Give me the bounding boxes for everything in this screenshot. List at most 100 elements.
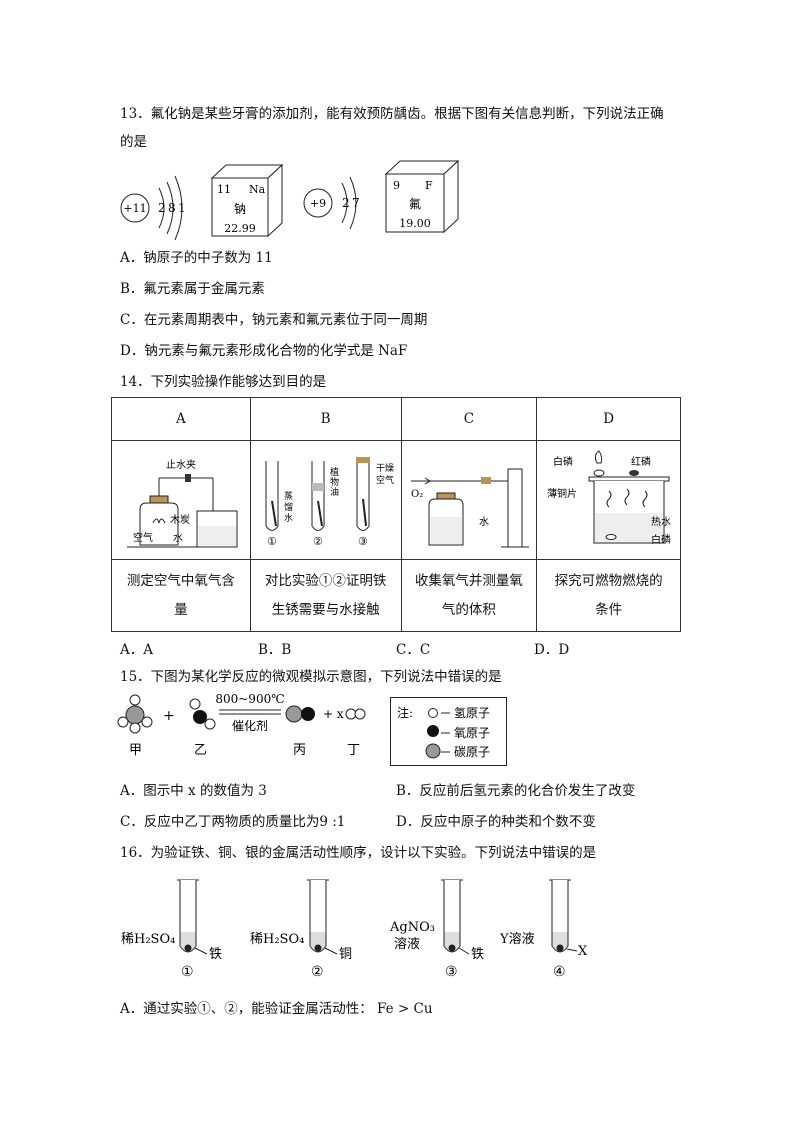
plus-sign: +: [163, 708, 175, 724]
carbon-atom-icon: [425, 743, 441, 759]
tube1-metal: 铁: [209, 947, 222, 962]
q14-apparatus-a: 止水夹 木炭 空气 水: [111, 440, 251, 560]
molecule-yi: [189, 698, 216, 730]
q14-header-b: B: [249, 397, 402, 441]
f-atomic-mass: 19.00: [399, 217, 431, 230]
q15-option-b[interactable]: B．反应前后氢元素的化合价发生了改变: [396, 783, 636, 799]
condition-temperature: 800~900℃: [215, 692, 284, 706]
q15-legend: 注: 氢原子 氧原子 碳原子: [390, 697, 507, 766]
na-atom-diagram: +11 2 8 1: [120, 175, 186, 240]
test-tube-3: AgNO₃ 溶液 铁 ③: [389, 879, 484, 980]
tube4-metal: X: [578, 944, 588, 959]
test-tube-2: 稀H₂SO₄ 铜 ②: [250, 879, 352, 980]
tube1-solution: 稀H₂SO₄: [121, 932, 175, 947]
q14-header-c: C: [400, 397, 538, 441]
q13-option-c[interactable]: C．在元素周期表中，钠元素和氟元素位于同一周期: [120, 312, 428, 328]
f-shell-count-1: 2: [342, 196, 350, 210]
label-o2: O₂: [411, 489, 423, 500]
na-symbol: Na: [249, 183, 266, 196]
q14-desc-d: 探究可燃物燃烧的条件: [536, 559, 681, 632]
tube3-metal: 铁: [471, 947, 484, 962]
tube1-number: ①: [181, 964, 194, 980]
q14-apparatus-c: O₂ 水: [400, 440, 538, 560]
q13-stem-line1: 13．氟化钠是某些牙膏的添加剂，能有效预防龋齿。根据下图有关信息判断，下列说法正…: [120, 106, 664, 122]
q14-option-d[interactable]: D．D: [534, 642, 570, 658]
label-bing: 丙: [293, 743, 306, 758]
label-yi: 乙: [194, 743, 207, 758]
q15-reaction-diagram: + 800~900℃ 催化剂 + x 甲 乙 丙 丁: [117, 692, 366, 758]
legend-carbon: 碳原子: [454, 745, 490, 759]
q16-test-tubes: 稀H₂SO₄ 铁 ① 稀H₂SO₄ 铜 ② AgNO₃ 溶液 铁 ③ Y溶液 X…: [121, 879, 588, 980]
na-nucleus: [120, 193, 150, 223]
test-tube-4: Y溶液 X ④: [499, 879, 588, 980]
svg-text:空气: 空气: [376, 474, 394, 486]
clamp-icon: [185, 474, 192, 482]
label-charcoal: 木炭: [170, 514, 190, 526]
label-water-a: 水: [173, 532, 183, 544]
q14-option-c[interactable]: C．C: [396, 642, 431, 658]
label-vegetable-oil-1: 植: [330, 466, 339, 478]
molecule-ding: [345, 708, 366, 720]
label-white-phosphorus-bottom: 白磷: [651, 533, 671, 546]
na-shell-count-1: 2: [158, 201, 166, 215]
x-coefficient: + x: [323, 707, 344, 721]
q13-figure: +11 2 8 1 11 Na 钠 22.99 +9 2 7 9 F 氟 19.…: [120, 160, 460, 240]
q15-stem: 15．下图为某化学反应的微观模拟示意图，下列说法中错误的是: [120, 669, 502, 685]
svg-text:物: 物: [330, 476, 339, 488]
q13-option-d[interactable]: D．钠元素与氟元素形成化合物的化学式是 NaF: [120, 343, 408, 359]
f-nucleus: [303, 188, 333, 218]
na-atomic-number: 11: [217, 183, 231, 196]
q14-option-b[interactable]: B．B: [258, 642, 292, 658]
q14-desc-a: 测定空气中氧气含量: [111, 559, 251, 632]
condition-catalyst: 催化剂: [232, 718, 268, 733]
q13-stem-line2: 的是: [120, 134, 147, 150]
label-hot-water: 热水: [651, 515, 671, 528]
q14-desc-c: 收集氧气并测量氧气的体积: [400, 559, 538, 632]
q14-experiment-table: A B C D 止水夹 木炭 空气 水: [111, 397, 681, 632]
molecule-jia: [117, 694, 153, 734]
q15-option-d[interactable]: D．反应中原子的种类和个数不变: [396, 814, 596, 830]
label-red-phosphorus: 红磷: [631, 455, 651, 468]
svg-text:水: 水: [284, 512, 293, 524]
q15-option-c[interactable]: C．反应中乙丁两物质的质量比为9 :1: [120, 814, 346, 830]
tube2-number: ②: [311, 964, 324, 980]
f-nucleus-charge: +9: [310, 197, 326, 210]
na-shell-2: [166, 181, 174, 235]
label-air: 空气: [133, 531, 153, 544]
q13-option-a[interactable]: A．钠原子的中子数为 11: [120, 250, 273, 266]
na-nucleus-charge: +11: [123, 202, 146, 215]
q15-option-a[interactable]: A．图示中 x 的数值为 3: [120, 783, 267, 799]
q14-apparatus-d: 白磷 红磷 薄铜片 热水 白磷: [536, 440, 681, 560]
na-shell-count-2: 8: [168, 201, 176, 215]
tube-label-1: ①: [267, 535, 277, 548]
hydrogen-atom-icon: [428, 708, 438, 718]
q13-option-b[interactable]: B．氟元素属于金属元素: [120, 281, 265, 297]
q14-option-a[interactable]: A．A: [120, 642, 153, 658]
legend-oxygen: 氧原子: [454, 726, 490, 740]
tube-label-3: ③: [358, 535, 368, 548]
f-symbol: F: [425, 179, 433, 192]
na-name: 钠: [234, 201, 246, 216]
label-white-phosphorus-top: 白磷: [553, 455, 573, 468]
q14-header-d: D: [536, 397, 681, 441]
f-shell-count-2: 7: [352, 196, 360, 210]
tube2-solution: 稀H₂SO₄: [250, 932, 304, 947]
label-distilled-water: 蒸: [284, 490, 293, 502]
legend-hydrogen: 氢原子: [454, 705, 490, 720]
na-shell-3: [174, 175, 183, 240]
label-ding: 丁: [347, 743, 360, 758]
q16-option-a[interactable]: A．通过实验①、②，能验证金属活动性： Fe > Cu: [120, 1001, 433, 1017]
f-atom-diagram: +9 2 7: [303, 176, 360, 230]
tube-label-2: ②: [313, 535, 323, 548]
flame-icon: [594, 450, 602, 464]
tube4-number: ④: [553, 964, 566, 980]
label-vegetable-oil: 油: [330, 486, 339, 498]
molecule-bing: [285, 705, 315, 723]
tube3-number: ③: [445, 964, 458, 980]
f-shell-2: [349, 176, 357, 230]
oxygen-atom-icon: [427, 725, 439, 737]
label-water-clamp: 止水夹: [166, 458, 196, 471]
f-atomic-number: 9: [393, 179, 400, 192]
q16-stem: 16．为验证铁、铜、银的金属活动性顺序，设计以下实验。下列说法中错误的是: [120, 845, 597, 861]
label-water-c: 水: [479, 516, 489, 528]
